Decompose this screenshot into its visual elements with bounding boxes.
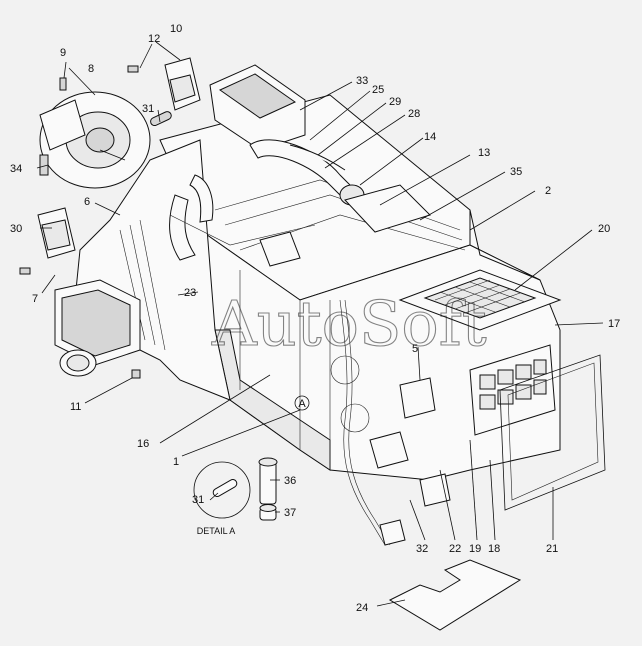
detail-label: DETAIL A xyxy=(197,526,236,536)
top-duct xyxy=(209,64,306,151)
callout-18: 18 xyxy=(488,543,500,555)
callout-5: 5 xyxy=(412,343,418,355)
callout-31-top: 31 xyxy=(142,103,154,115)
callout-11: 11 xyxy=(70,401,81,413)
watermark: AutoSoft xyxy=(211,287,487,360)
callout-24: 24 xyxy=(356,602,368,614)
callout-30: 30 xyxy=(10,223,22,235)
callout-35: 35 xyxy=(510,166,522,178)
callout-17: 17 xyxy=(608,318,620,330)
callout-10: 10 xyxy=(170,23,182,35)
callout-16: 16 xyxy=(137,438,149,450)
callout-1: 1 xyxy=(173,456,179,468)
actuator-left xyxy=(37,207,76,259)
callout-32: 32 xyxy=(416,543,428,555)
floor-mat xyxy=(388,559,522,631)
detail-marker: A xyxy=(298,398,306,410)
callout-22: 22 xyxy=(449,543,461,555)
callout-25: 25 xyxy=(372,84,384,96)
connector-module xyxy=(259,184,431,267)
callout-28: 28 xyxy=(408,108,420,120)
callout-36: 36 xyxy=(284,475,296,487)
callout-31-detail: 31 xyxy=(192,494,204,506)
callout-6: 6 xyxy=(84,196,90,208)
callout-37: 37 xyxy=(284,507,296,519)
grille-cells xyxy=(479,359,547,410)
callout-13: 13 xyxy=(478,147,490,159)
inlet-duct xyxy=(54,279,141,377)
callout-20: 20 xyxy=(598,223,610,235)
callout-14: 14 xyxy=(424,131,436,143)
gasket-frame xyxy=(499,354,606,511)
leader-lines xyxy=(36,41,604,607)
callout-2: 2 xyxy=(545,185,551,197)
callout-8: 8 xyxy=(88,63,94,75)
side-grille xyxy=(469,344,556,436)
callout-7: 7 xyxy=(32,293,38,305)
detail-a: A DETAIL A xyxy=(193,395,310,536)
filter-mesh xyxy=(434,279,526,314)
evaporator-filter xyxy=(398,269,562,331)
detail-marker-circle xyxy=(294,395,310,411)
drain-hose xyxy=(258,457,278,521)
callout-29: 29 xyxy=(389,96,401,108)
callout-12: 12 xyxy=(148,33,160,45)
callout-21: 21 xyxy=(546,543,558,555)
callout-33: 33 xyxy=(356,75,368,87)
callout-19: 19 xyxy=(469,543,481,555)
callout-34: 34 xyxy=(10,163,22,175)
callouts: 10 9 12 8 31 33 25 29 28 14 13 35 2 20 1… xyxy=(10,23,620,614)
wiring-harness xyxy=(330,299,451,546)
blower-motor xyxy=(39,91,151,189)
callout-23: 23 xyxy=(184,287,196,299)
callout-9: 9 xyxy=(60,47,66,59)
actuator-top xyxy=(164,57,201,111)
